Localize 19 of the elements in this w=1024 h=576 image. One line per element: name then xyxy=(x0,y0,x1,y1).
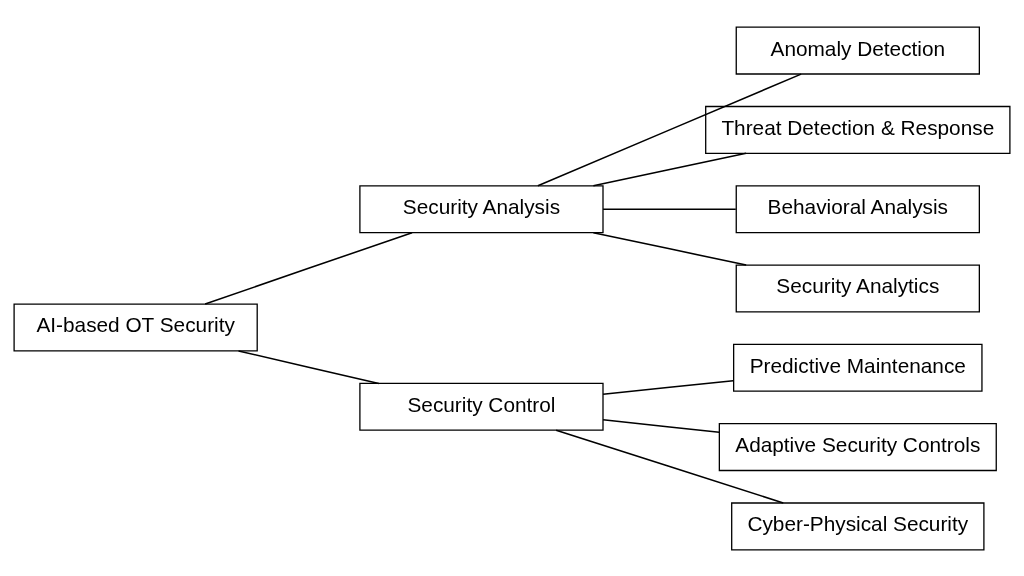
connector xyxy=(537,72,802,187)
node-box: Threat Detection & Response xyxy=(705,105,1011,154)
node-box: Cyber-Physical Security xyxy=(731,501,985,550)
connector xyxy=(237,349,380,384)
node-box: Behavioral Analysis xyxy=(735,184,980,233)
connector xyxy=(592,152,747,186)
connector xyxy=(602,207,737,210)
node-box: Security Control xyxy=(359,382,604,431)
connector xyxy=(602,379,734,395)
node-box: AI-based OT Security xyxy=(13,302,258,352)
node-box: Security Analytics xyxy=(735,263,980,313)
node-box: Anomaly Detection xyxy=(735,26,980,75)
connector xyxy=(204,231,413,305)
node-box: Security Analysis xyxy=(359,184,604,233)
connector xyxy=(555,429,785,504)
node-box: Predictive Maintenance xyxy=(733,343,983,392)
node-box: Adaptive Security Controls xyxy=(718,422,997,471)
connector xyxy=(592,231,747,266)
connector xyxy=(602,418,720,433)
